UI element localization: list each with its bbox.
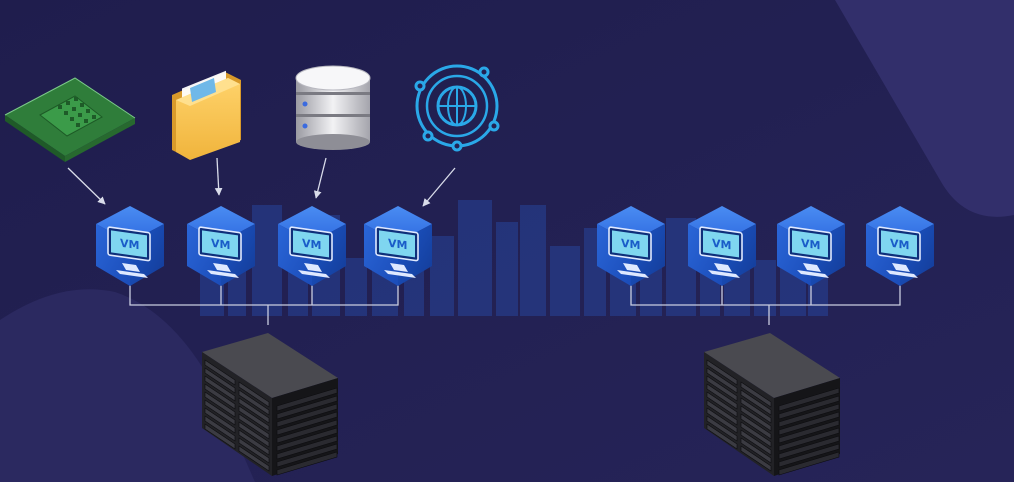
vm-node-right-2: VM (688, 206, 756, 286)
vm-monitor-icon: VM (107, 226, 151, 278)
vm-label: VM (890, 237, 909, 253)
vm-label: VM (801, 237, 820, 253)
vm-label: VM (302, 237, 321, 253)
folder-icon (172, 70, 241, 160)
vm-label: VM (211, 237, 230, 253)
vm-node-right-4: VM (866, 206, 934, 286)
database-icon (295, 65, 371, 150)
vm-label: VM (712, 237, 731, 253)
network-globe-icon (414, 64, 500, 152)
vm-node-right-1: VM (597, 206, 665, 286)
vm-connector-lines (129, 285, 901, 325)
vm-monitor-icon: VM (198, 226, 242, 278)
vm-monitor-icon: VM (608, 226, 652, 278)
vm-node-left-1: VM (96, 206, 164, 286)
vm-label: VM (621, 237, 640, 253)
arrow-network-to-vm (422, 167, 456, 207)
vm-node-left-4: VM (364, 206, 432, 286)
cpu-chip-icon (4, 77, 136, 162)
vm-label: VM (388, 237, 407, 253)
arrow-folder-to-vm (214, 157, 223, 196)
vm-monitor-icon: VM (877, 226, 921, 278)
vm-node-left-2: VM (187, 206, 255, 286)
vm-monitor-icon: VM (699, 226, 743, 278)
server-rack-right (704, 333, 840, 476)
vm-monitor-icon: VM (289, 226, 333, 278)
vm-monitor-icon: VM (788, 226, 832, 278)
vm-label: VM (120, 237, 139, 253)
vm-layer: VM VM VM VM VM VM VM VM (96, 206, 934, 286)
vm-monitor-icon: VM (375, 226, 419, 278)
resource-arrows (67, 157, 456, 207)
arrow-database-to-vm (313, 157, 327, 199)
server-rack-left (202, 333, 338, 476)
arrow-cpu-to-vm (67, 167, 106, 205)
background-shape-bottom-left (0, 289, 255, 482)
vm-node-left-3: VM (278, 206, 346, 286)
background-shape-top-right (835, 0, 1014, 217)
vm-node-right-3: VM (777, 206, 845, 286)
